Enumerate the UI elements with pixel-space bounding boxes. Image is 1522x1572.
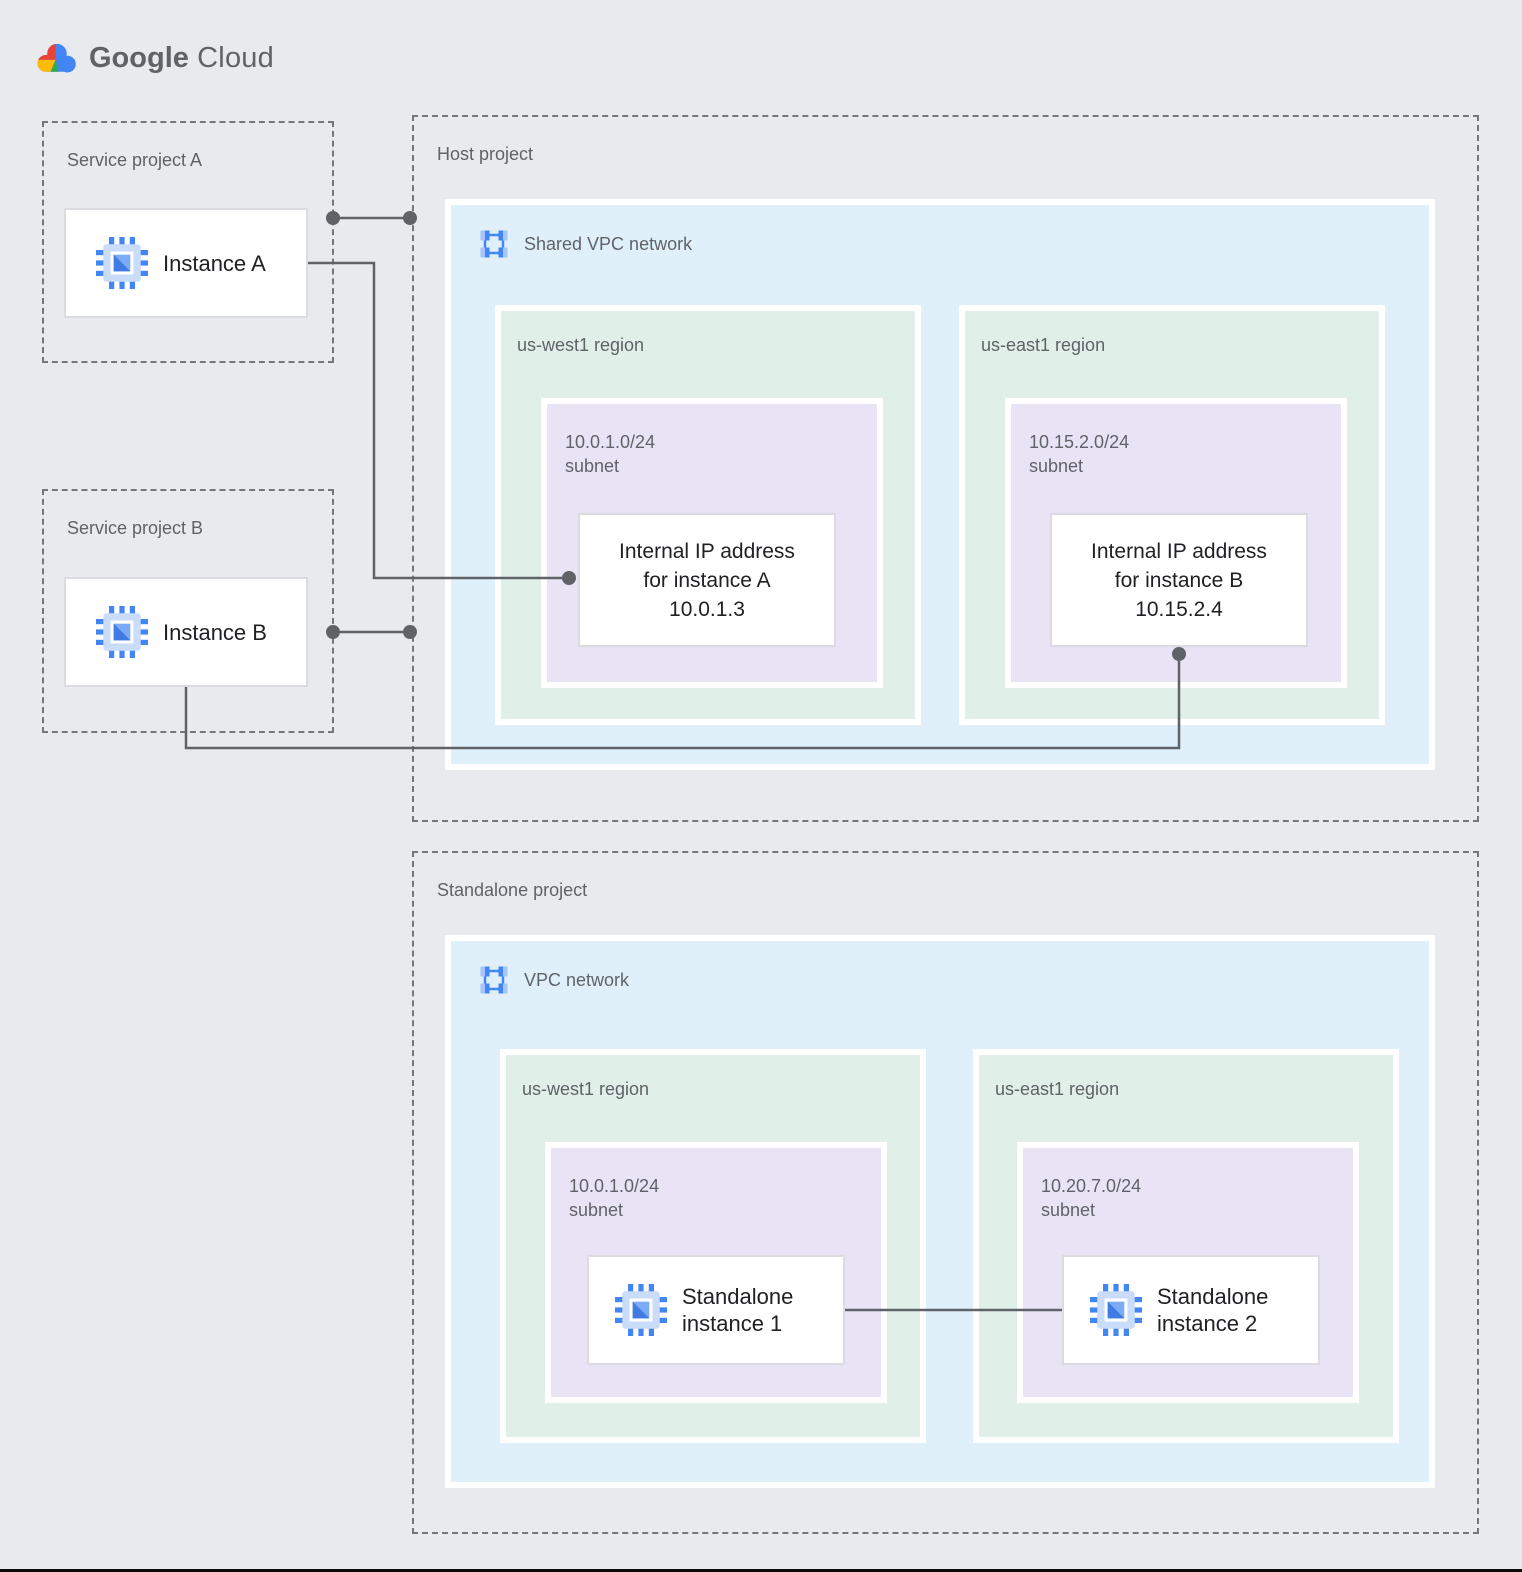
compute-engine-icon: [96, 237, 148, 289]
label-line1: Standalone: [682, 1284, 794, 1309]
instance-a-box: Instance A: [64, 208, 308, 318]
ip-a-line1: Internal IP address: [619, 539, 795, 563]
subnet-word: subnet: [569, 1200, 624, 1220]
host-subnet-us-east1-label: 10.15.2.0/24 subnet: [1029, 430, 1129, 478]
ip-b-line2: for instance B: [1114, 568, 1244, 592]
service-project-b-label: Service project B: [67, 518, 204, 538]
standalone-project-box: Standalone project: [412, 851, 1479, 1534]
internal-ip-instance-a-box: Internal IP address for instance A 10.0.…: [578, 513, 836, 647]
host-project-label: Host project: [437, 144, 534, 164]
instance-b-box: Instance B: [64, 577, 308, 687]
compute-engine-icon: [615, 1284, 667, 1336]
subnet-cidr: 10.0.1.0/24: [569, 1176, 660, 1196]
compute-engine-icon: [96, 606, 148, 658]
subnet-cidr: 10.0.1.0/24: [565, 432, 656, 452]
vpc-network-label: VPC network: [524, 969, 630, 990]
ip-a-line3: 10.0.1.3: [669, 597, 745, 621]
google-cloud-logo-text: Google Cloud: [89, 42, 274, 75]
standalone-subnet-us-west1-label: 10.0.1.0/24 subnet: [569, 1174, 659, 1222]
label-line2: instance 2: [1157, 1311, 1258, 1336]
label-line1: Standalone: [1157, 1284, 1269, 1309]
ip-b-line3: 10.15.2.4: [1135, 597, 1223, 621]
logo-brand: Google: [89, 42, 189, 74]
standalone-project-label: Standalone project: [437, 880, 588, 900]
service-project-a-box: Service project A: [42, 121, 334, 363]
host-region-us-west1-label: us-west1 region: [517, 335, 645, 355]
logo-product: Cloud: [197, 42, 274, 74]
label-line2: instance 1: [682, 1311, 783, 1336]
standalone-instance-1-box: Standalone instance 1: [587, 1255, 845, 1365]
internal-ip-instance-b-box: Internal IP address for instance B 10.15…: [1050, 513, 1308, 647]
subnet-word: subnet: [1029, 456, 1084, 476]
google-cloud-logo-icon: [37, 43, 76, 73]
host-subnet-us-west1-label: 10.0.1.0/24 subnet: [565, 430, 655, 478]
subnet-word: subnet: [1041, 1200, 1096, 1220]
standalone-instance-2-box: Standalone instance 2: [1062, 1255, 1320, 1365]
screenshot-bottom-edge: [0, 1569, 1522, 1572]
google-cloud-logo: Google Cloud: [34, 40, 274, 77]
ip-a-line2: for instance A: [643, 568, 771, 592]
standalone-instance-1-label: Standalone instance 1: [682, 1283, 793, 1337]
instance-a-label: Instance A: [163, 250, 266, 276]
shared-vpc-network-label: Shared VPC network: [524, 233, 693, 254]
subnet-word: subnet: [565, 456, 620, 476]
vpc-network-icon: [480, 966, 508, 994]
service-project-a-label: Service project A: [67, 150, 203, 170]
subnet-cidr: 10.15.2.0/24: [1029, 432, 1130, 452]
ip-b-line1: Internal IP address: [1091, 539, 1267, 563]
instance-b-label: Instance B: [163, 619, 267, 645]
standalone-subnet-us-east1-label: 10.20.7.0/24 subnet: [1041, 1174, 1141, 1222]
standalone-region-us-east1-label: us-east1 region: [995, 1079, 1120, 1099]
standalone-region-us-west1-label: us-west1 region: [522, 1079, 650, 1099]
compute-engine-icon: [1090, 1284, 1142, 1336]
vpc-network-icon: [480, 230, 508, 258]
standalone-instance-2-label: Standalone instance 2: [1157, 1283, 1268, 1337]
subnet-cidr: 10.20.7.0/24: [1041, 1176, 1142, 1196]
host-region-us-east1-label: us-east1 region: [981, 335, 1106, 355]
